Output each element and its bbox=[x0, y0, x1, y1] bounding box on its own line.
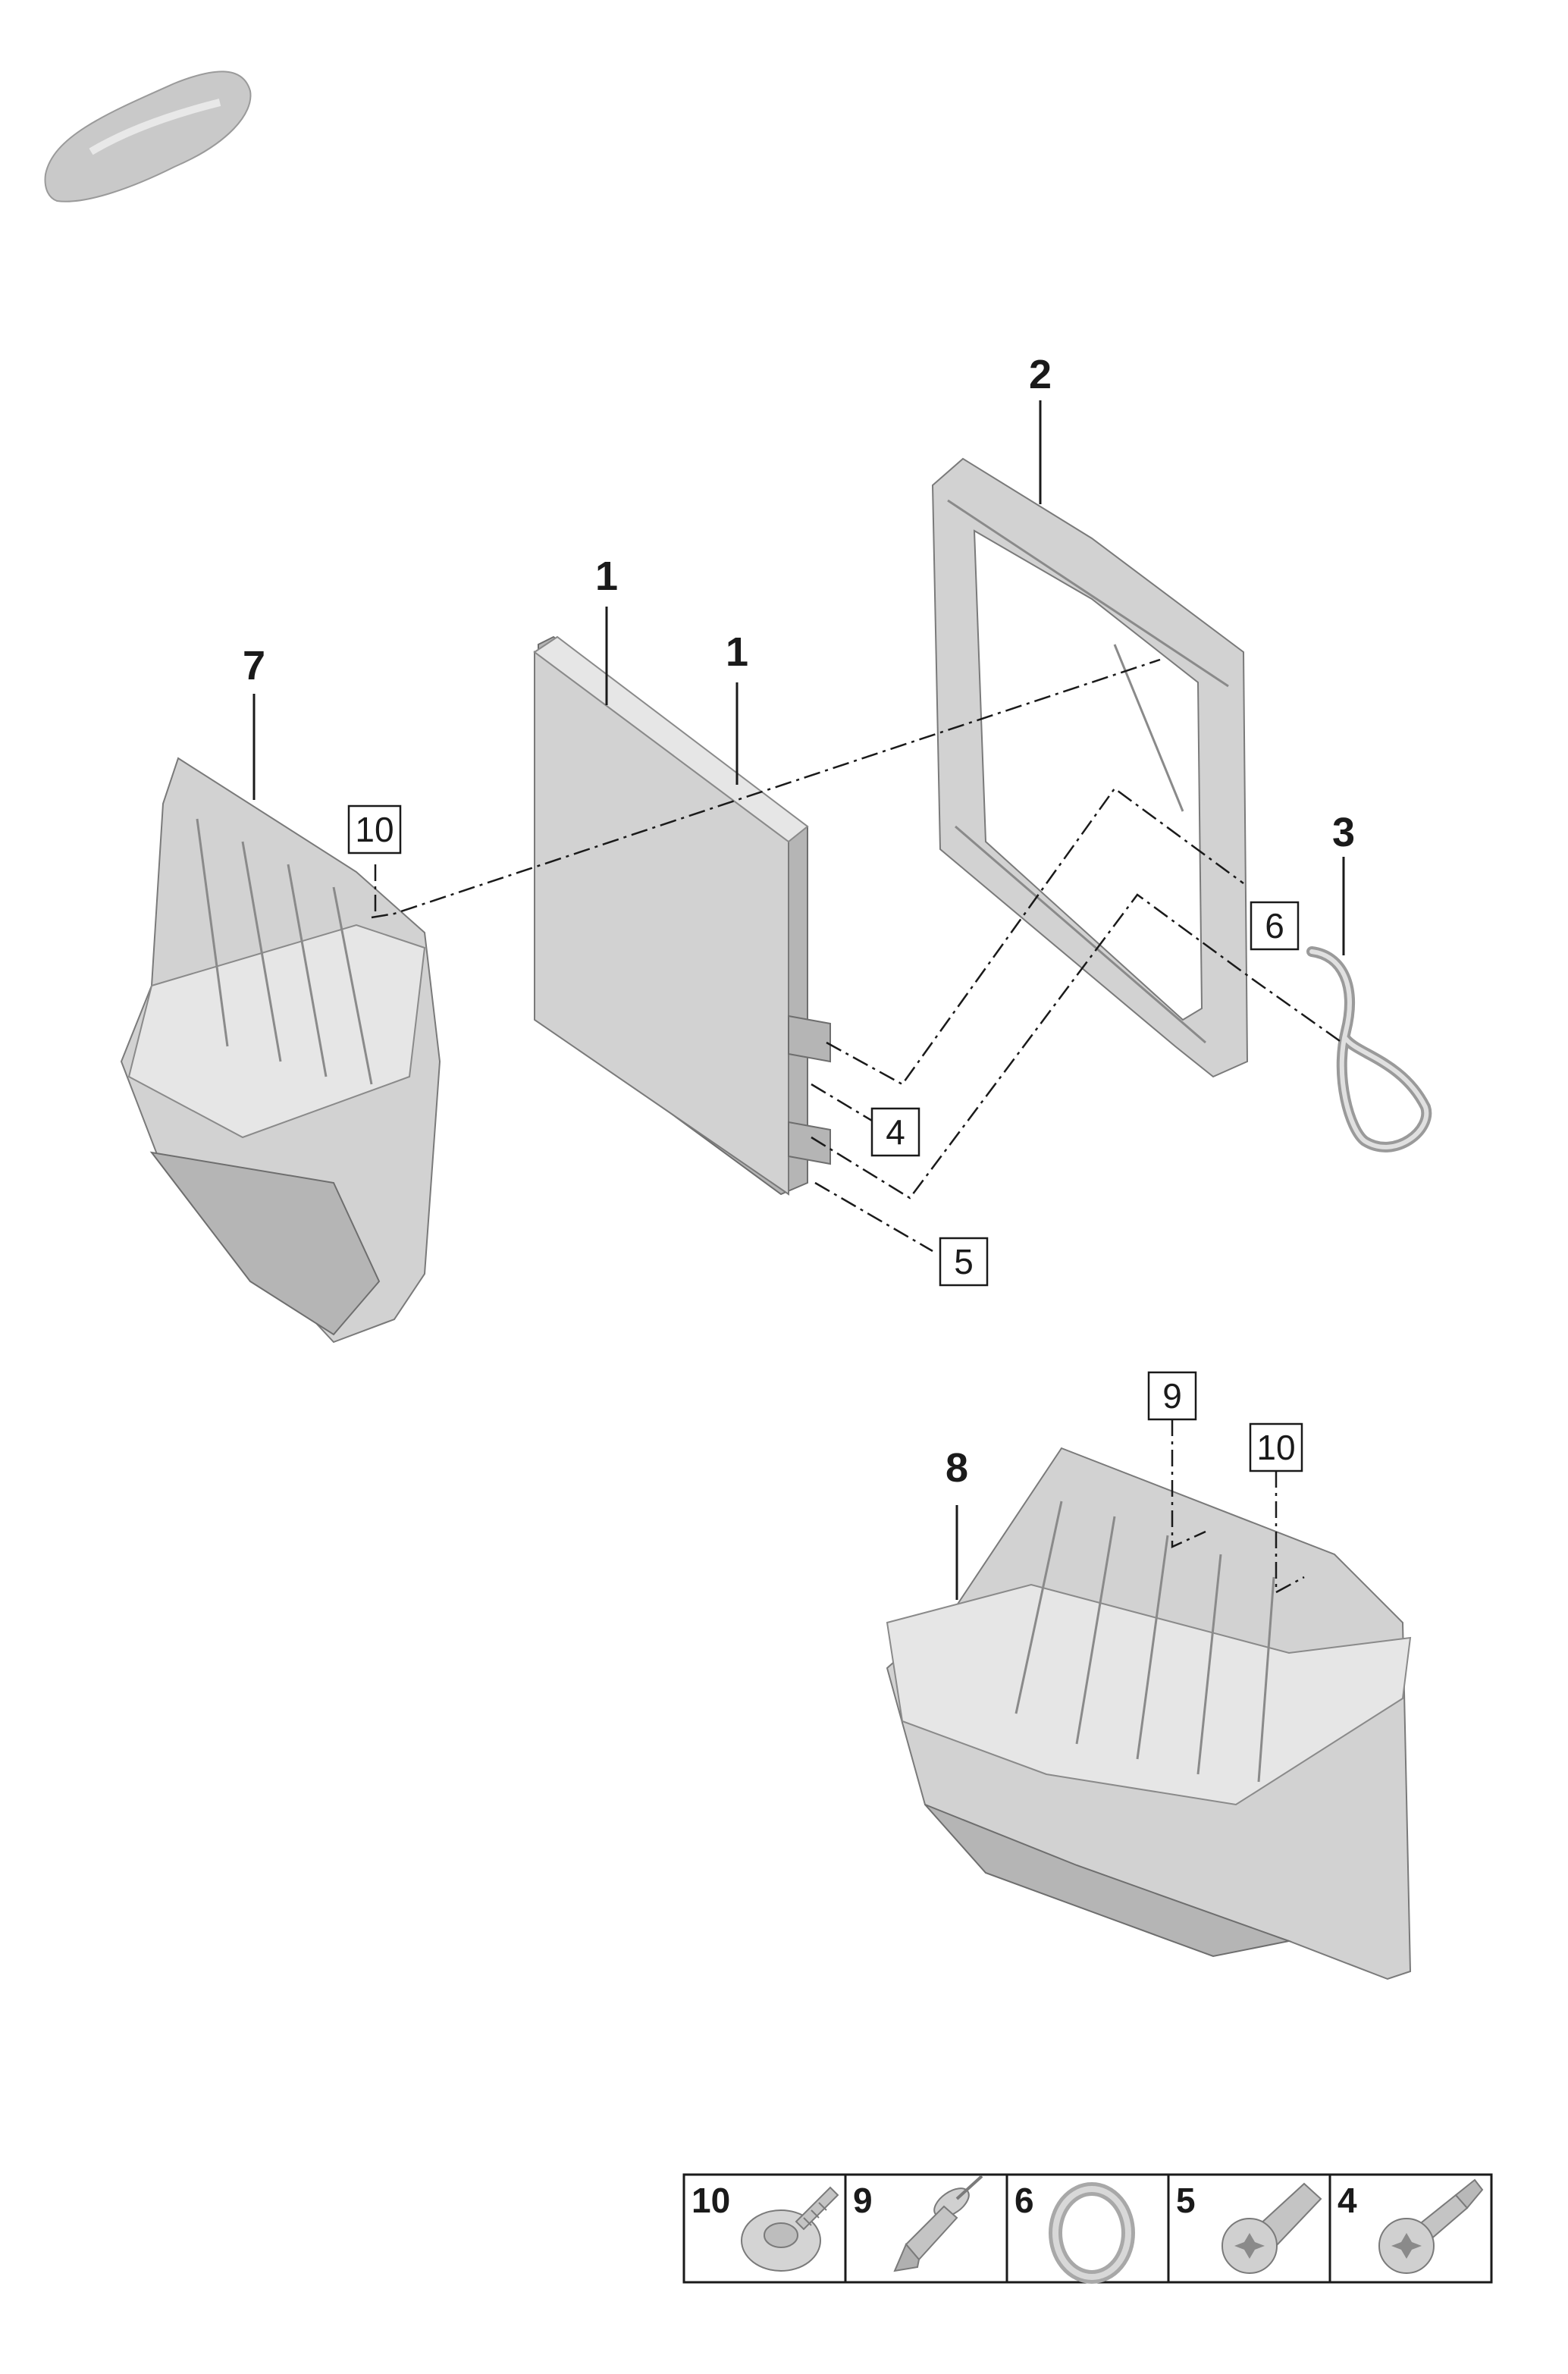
vehicle-thumbnail-icon bbox=[44, 71, 252, 202]
self-tapping-screw-icon bbox=[741, 2186, 839, 2272]
callout-left-air-duct: 7 bbox=[243, 643, 265, 688]
svg-text:9: 9 bbox=[1162, 1376, 1182, 1416]
radiator-frame bbox=[931, 457, 1249, 1078]
fastener-ref-10-right: 10 bbox=[1249, 1422, 1303, 1472]
fastener-ref-10-left: 10 bbox=[347, 804, 402, 855]
legend-number: 5 bbox=[1176, 2181, 1196, 2220]
svg-text:10: 10 bbox=[355, 810, 394, 849]
right-air-duct bbox=[886, 1447, 1412, 1980]
fastener-legend: 10 9 6 5 4 bbox=[682, 2173, 1493, 2284]
legend-number: 9 bbox=[853, 2181, 873, 2220]
legend-number: 10 bbox=[691, 2181, 730, 2220]
expanding-rivet-icon bbox=[893, 2175, 983, 2272]
fastener-ref-6: 6 bbox=[1250, 901, 1300, 951]
callout-refrigerant-pipe: 3 bbox=[1332, 810, 1355, 855]
fastener-ref-4: 4 bbox=[870, 1107, 920, 1157]
left-air-duct bbox=[120, 757, 441, 1344]
callout-condenser-b: 1 bbox=[726, 629, 748, 675]
fastener-ref-5: 5 bbox=[939, 1237, 989, 1287]
refrigerant-pipe bbox=[1306, 946, 1432, 1153]
svg-text:5: 5 bbox=[954, 1242, 974, 1281]
torx-bolt-icon bbox=[1221, 2182, 1322, 2274]
svg-text:10: 10 bbox=[1256, 1428, 1295, 1467]
legend-number: 6 bbox=[1014, 2181, 1034, 2220]
callout-radiator-frame: 2 bbox=[1029, 352, 1052, 397]
svg-text:4: 4 bbox=[886, 1112, 905, 1152]
condenser bbox=[533, 635, 831, 1196]
torx-stud-bolt-icon bbox=[1378, 2178, 1484, 2274]
callout-right-air-duct: 8 bbox=[946, 1445, 968, 1491]
o-ring-icon bbox=[1049, 2182, 1135, 2284]
callout-condenser-a: 1 bbox=[595, 554, 618, 599]
legend-number: 4 bbox=[1338, 2181, 1357, 2220]
fastener-ref-9: 9 bbox=[1147, 1371, 1197, 1421]
svg-text:6: 6 bbox=[1265, 906, 1284, 946]
